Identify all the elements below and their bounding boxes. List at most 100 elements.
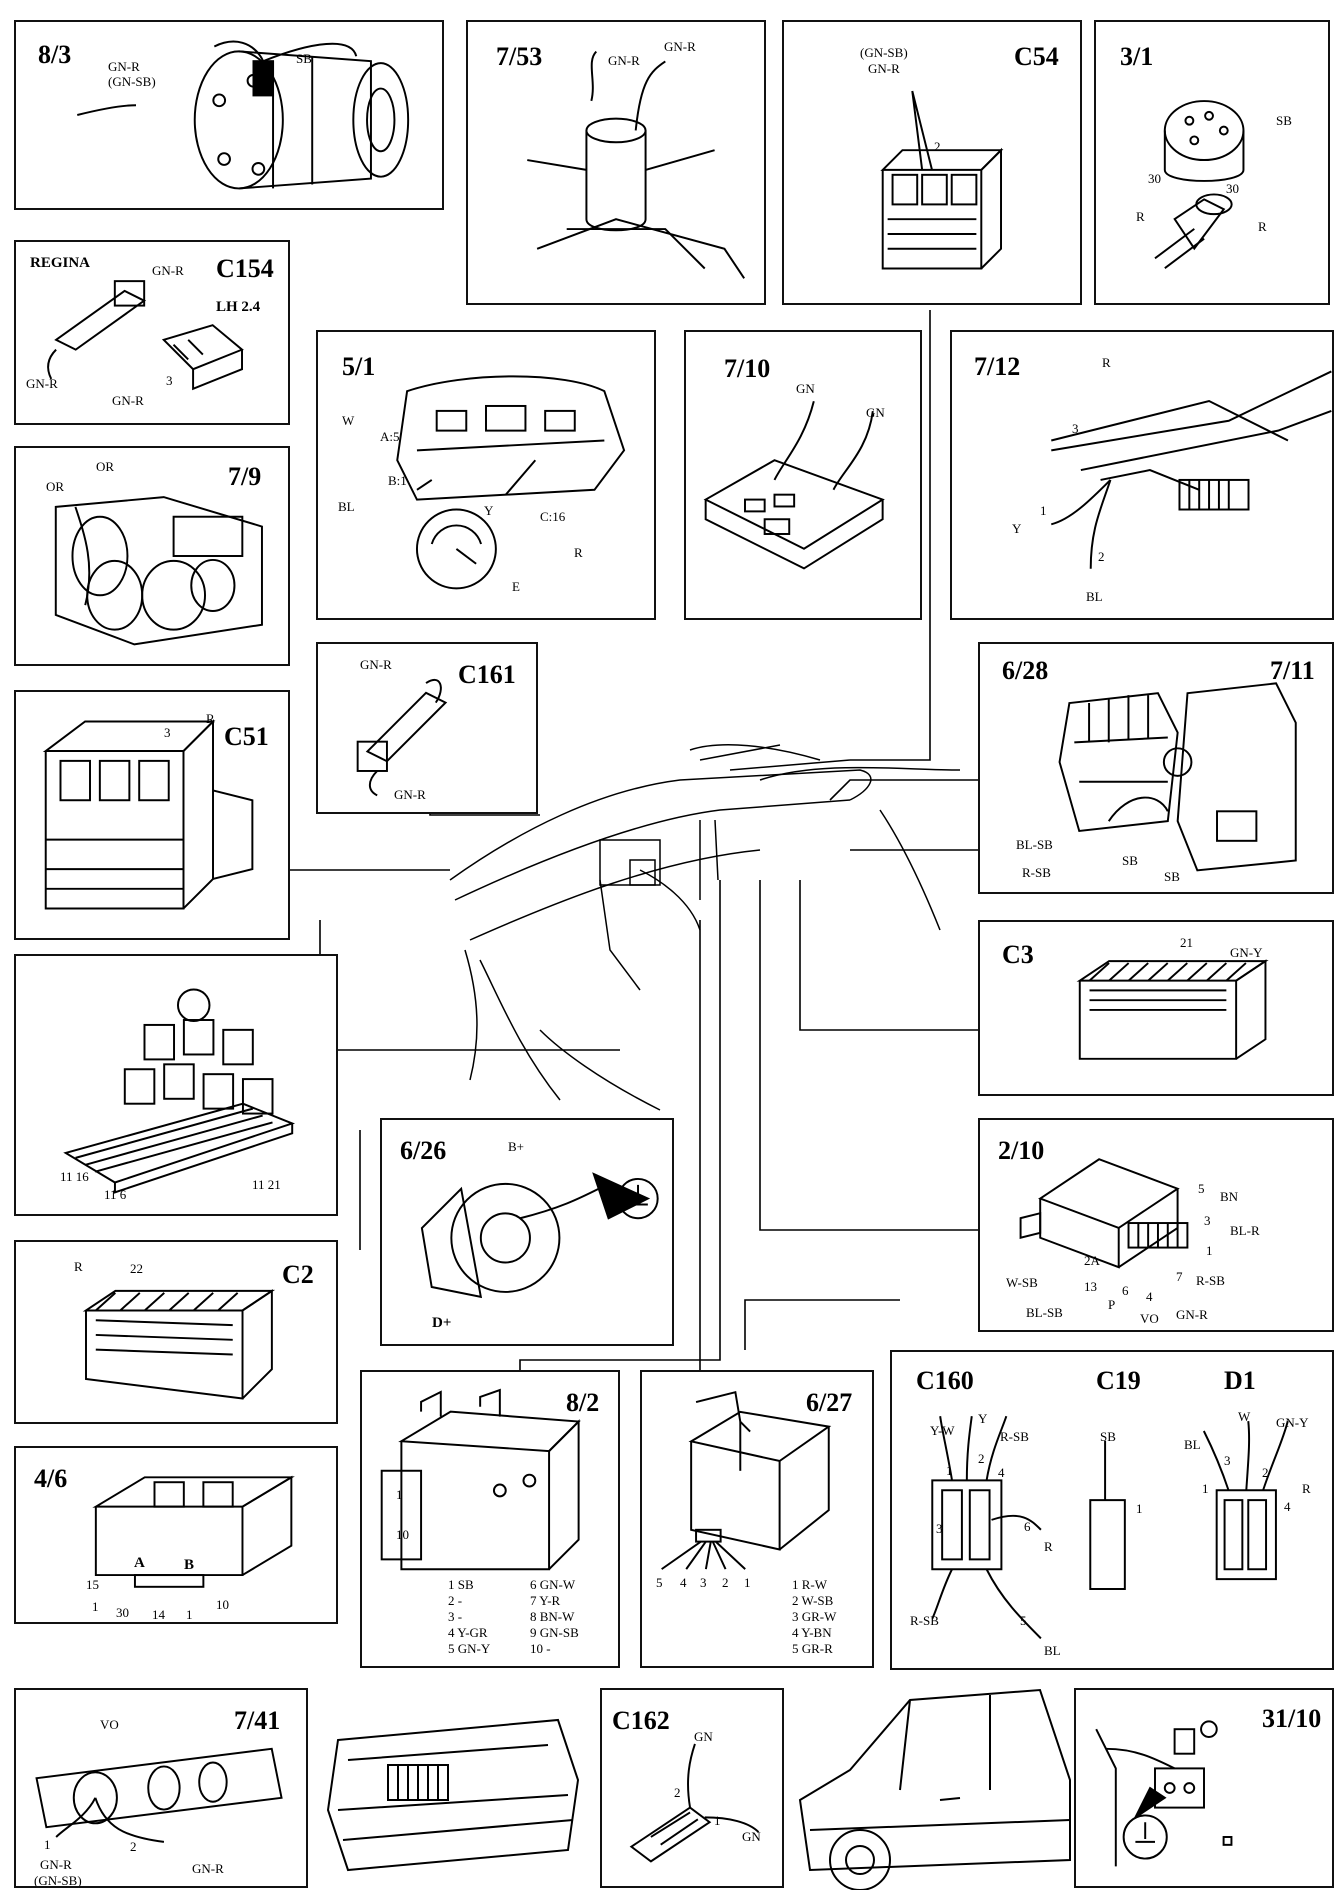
- panel-6-27-module: 6/27 5 4 3 2 1 1 R-W 2 W-SB 3 GR-W 4 Y-B…: [640, 1370, 874, 1668]
- pin-label: 1: [714, 1813, 721, 1828]
- pin-legend: 3 -: [448, 1609, 463, 1624]
- pin-label: 4: [1146, 1289, 1153, 1304]
- connector-label: A: [134, 1555, 145, 1571]
- fuse-label: 11 21: [252, 1177, 281, 1192]
- panel-4-6-control-unit: 4/6 A B 15 1 30 14 1 10: [14, 1446, 338, 1624]
- pin-label: 1: [92, 1599, 99, 1614]
- pin-label: 3: [166, 373, 173, 388]
- pin-label: 5: [1198, 1181, 1205, 1196]
- pin-label: B:1: [388, 473, 407, 488]
- wire-label: GN: [796, 381, 815, 396]
- wire-label: SB: [296, 51, 312, 66]
- pin-label: 21: [1180, 935, 1193, 950]
- ref-C54: C54: [1014, 42, 1059, 71]
- variant-label: LH 2.4: [216, 299, 261, 315]
- panel-C161-connector: C161 GN-R GN-R: [316, 642, 538, 814]
- wire-label: GN-R: [394, 787, 426, 802]
- pin-label: 30: [1226, 181, 1239, 196]
- pin-legend: 9 GN-SB: [530, 1625, 579, 1640]
- pin-label: 3: [1204, 1213, 1211, 1228]
- wire-label: GN-R: [152, 263, 184, 278]
- wire-label: R-SB: [910, 1613, 939, 1628]
- pin-label: 3: [164, 725, 171, 740]
- pin-label: 2: [1098, 549, 1105, 564]
- ref-C51: C51: [224, 722, 269, 751]
- variant-label: REGINA: [30, 255, 91, 271]
- wire-label: GN-R: [360, 657, 392, 672]
- pin-legend: 8 BN-W: [530, 1609, 575, 1624]
- wire-label: GN-Y: [1230, 945, 1263, 960]
- ref-3-1: 3/1: [1120, 42, 1154, 71]
- pin-legend: 1 R-W: [792, 1577, 828, 1592]
- panel-2-10-control-module: 2/10 5 BN 3 BL-R 1 2A W-SB 13 7 R-SB BL-…: [978, 1118, 1334, 1332]
- wire-label: R: [1044, 1539, 1053, 1554]
- pin-label: 2: [1262, 1465, 1269, 1480]
- pin-legend: 7 Y-R: [530, 1593, 561, 1608]
- wire-label: GN-R: [40, 1857, 72, 1872]
- wire-label: VO: [1140, 1311, 1159, 1326]
- wire-label: GN: [742, 1829, 761, 1844]
- wire-label: SB: [1164, 869, 1180, 884]
- wire-label: W: [1238, 1409, 1251, 1424]
- pin-legend: 4 Y-BN: [792, 1625, 832, 1640]
- wire-label: BL-SB: [1026, 1305, 1063, 1320]
- ref-31-10: 31/10: [1262, 1704, 1322, 1733]
- pin-label: 3: [1072, 421, 1079, 436]
- pin-label: 30: [1148, 171, 1161, 186]
- wire-label: GN-R: [26, 376, 58, 391]
- pin-label: 4: [998, 1465, 1005, 1480]
- panel-31-10-ground-point: 31/10: [1074, 1688, 1334, 1888]
- panel-3-1-ignition-switch: 3/1 SB 30 30 R R: [1094, 20, 1330, 305]
- terminal-label: D+: [432, 1315, 452, 1331]
- pin-label: 3: [936, 1521, 943, 1536]
- pin-legend: 2 W-SB: [792, 1593, 834, 1608]
- ref-C161: C161: [458, 660, 516, 689]
- pin-label: A:5: [380, 429, 400, 444]
- pin-legend: 10 -: [530, 1641, 551, 1656]
- ref-C2: C2: [282, 1260, 314, 1289]
- panel-8-3-compressor: 8/3 GN-R (GN-SB) SB: [14, 20, 444, 210]
- panel-6-28-7-11-blower: 6/28 7/11 BL-SB R-SB SB SB: [978, 642, 1334, 894]
- wire-label: R: [1302, 1481, 1311, 1496]
- pin-label: 4: [1284, 1499, 1291, 1514]
- ref-7-10: 7/10: [724, 354, 771, 383]
- pin-label: 4: [680, 1575, 687, 1590]
- wire-label: GN-R: [664, 39, 696, 54]
- wire-label: VO: [100, 1717, 119, 1732]
- ref-7-53: 7/53: [496, 42, 543, 71]
- pin-label: 1: [44, 1837, 51, 1852]
- pin-label: 10: [216, 1597, 229, 1612]
- pin-label: C:16: [540, 509, 566, 524]
- ref-8-2: 8/2: [566, 1388, 600, 1417]
- pin-label: P: [1108, 1297, 1116, 1312]
- ref-6-28: 6/28: [1002, 656, 1049, 685]
- ref-6-27: 6/27: [806, 1388, 853, 1417]
- panel-C162-connector: C162 GN 2 1 GN: [600, 1688, 784, 1888]
- gauge-label: E: [512, 579, 520, 594]
- wire-label: SB: [1122, 853, 1138, 868]
- pin-legend: 4 Y-GR: [448, 1625, 488, 1640]
- pin-label: 1: [946, 1463, 953, 1478]
- panel-central-electrical-unit: 11 16 11 6 11 21: [14, 954, 338, 1216]
- wire-label: OR: [46, 479, 65, 494]
- pin-label: 2: [722, 1575, 729, 1590]
- pin-label: 3: [700, 1575, 707, 1590]
- pin-label: 13: [1084, 1279, 1097, 1294]
- wire-label: (GN-SB): [34, 1873, 82, 1888]
- pin-label: 1: [1202, 1481, 1209, 1496]
- pin-label: 1: [396, 1487, 403, 1502]
- panel-7-10-switch: 7/10 GN GN: [684, 330, 922, 620]
- pin-label: 10: [396, 1527, 409, 1542]
- wire-label: GN: [866, 405, 885, 420]
- ref-C154: C154: [216, 254, 274, 283]
- wire-label: R: [1258, 219, 1267, 234]
- pin-legend: 6 GN-W: [530, 1577, 576, 1592]
- pin-label: 5: [1020, 1613, 1027, 1628]
- pin-label: 30: [116, 1605, 129, 1620]
- wire-label: W: [342, 413, 355, 428]
- wire-label: BL: [1184, 1437, 1201, 1452]
- wire-label: GN-R: [608, 53, 640, 68]
- pin-legend: 1 SB: [448, 1577, 474, 1592]
- panel-8-2-control-unit: 8/2 1 10 1 SB 2 - 3 - 4 Y-GR 5 GN-Y 6 GN…: [360, 1370, 620, 1668]
- wire-label: GN-R: [1176, 1307, 1208, 1322]
